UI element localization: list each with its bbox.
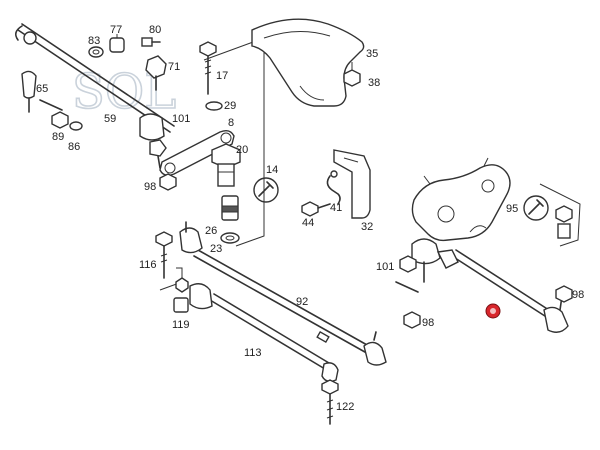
- callout-92: 92: [296, 296, 308, 308]
- bushing-119: [173, 277, 189, 313]
- bolt-44: [301, 201, 331, 217]
- callout-77: 77: [110, 24, 122, 36]
- nut-101-right: [399, 255, 417, 273]
- bolt-80: [141, 37, 161, 47]
- highlight-marker: [485, 303, 501, 319]
- bolt-122: [321, 379, 339, 425]
- tie-rod-92: [179, 221, 387, 366]
- nut-98-right-end: [555, 285, 573, 303]
- drag-link-right: [395, 238, 569, 333]
- frame-outline-right: [539, 183, 581, 247]
- callout-20: 20: [236, 144, 248, 156]
- tie-rod-113: [189, 283, 339, 383]
- washer-83: [88, 46, 104, 58]
- tie-rod-end-65: [21, 70, 63, 113]
- callout-65: 65: [36, 83, 48, 95]
- callout-44: 44: [302, 217, 314, 229]
- callout-89: 89: [52, 131, 64, 143]
- callout-80: 80: [149, 24, 161, 36]
- callout-122: 122: [336, 401, 354, 413]
- clip-41: [326, 170, 341, 205]
- callout-14: 14: [266, 164, 278, 176]
- callout-38: 38: [368, 77, 380, 89]
- steering-gearbox: [411, 157, 511, 242]
- callout-98-right: 98: [422, 317, 434, 329]
- ball-joint-77: [109, 34, 125, 53]
- callout-41: 41: [330, 202, 342, 214]
- callout-86: 86: [68, 141, 80, 153]
- joint-59-101: [139, 113, 167, 169]
- callout-71: 71: [168, 61, 180, 73]
- wrench-symbol-14: [253, 177, 279, 203]
- nut-98-right-lower: [403, 311, 421, 329]
- bushing-20: [211, 143, 241, 187]
- callout-8: 8: [228, 117, 234, 129]
- callout-83: 83: [88, 35, 100, 47]
- callout-98-end: 98: [572, 289, 584, 301]
- nut-98-upper: [159, 173, 177, 191]
- washer-23: [220, 232, 240, 244]
- ball-joint-71: [145, 55, 167, 91]
- bolt-17: [199, 41, 217, 95]
- callout-98-upper: 98: [144, 181, 156, 193]
- idler-arm-8: [159, 129, 235, 177]
- callout-116: 116: [139, 259, 157, 271]
- bushing-26: [221, 195, 239, 221]
- callout-119: 119: [172, 319, 190, 331]
- wrench-symbol-95: [523, 195, 549, 221]
- washer-29: [205, 101, 223, 111]
- callout-35: 35: [366, 48, 378, 60]
- callout-101-upper: 101: [172, 113, 190, 125]
- washer-86: [69, 121, 83, 131]
- mount-bolt-right: [555, 205, 573, 239]
- callout-17: 17: [216, 70, 228, 82]
- nut-89: [51, 111, 69, 129]
- shield-35: [251, 18, 365, 107]
- bracket-32: [333, 149, 371, 219]
- nut-38: [343, 62, 361, 87]
- bracket-frame: [203, 37, 265, 247]
- bracket-line-116: [159, 267, 183, 291]
- callout-32: 32: [361, 221, 373, 233]
- callout-29: 29: [224, 100, 236, 112]
- callout-23: 23: [210, 243, 222, 255]
- callout-26: 26: [205, 225, 217, 237]
- callout-113: 113: [244, 347, 262, 359]
- callout-101-right: 101: [376, 261, 394, 273]
- callout-59: 59: [104, 113, 116, 125]
- bolt-116: [155, 231, 173, 279]
- callout-95: 95: [506, 203, 518, 215]
